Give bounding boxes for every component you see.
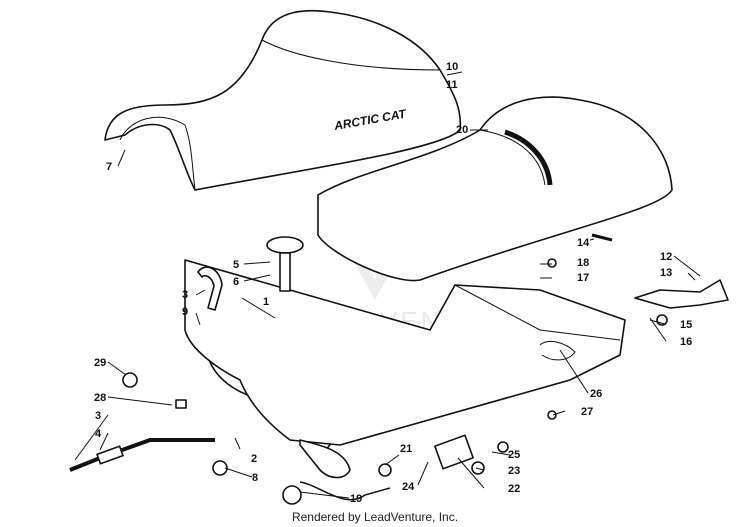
fuel-filter[interactable] xyxy=(96,445,124,465)
harness-12[interactable] xyxy=(634,279,729,309)
nut-25[interactable] xyxy=(497,441,509,453)
callout-29: 29 xyxy=(94,357,106,369)
callout-13: 13 xyxy=(660,267,672,279)
pin-14[interactable] xyxy=(591,233,613,242)
bracket-22[interactable] xyxy=(434,434,474,470)
callout-20: 20 xyxy=(456,124,468,136)
callout-25: 25 xyxy=(508,449,520,461)
callout-10: 10 xyxy=(446,61,458,73)
callout-18: 18 xyxy=(577,257,589,269)
callout-21: 21 xyxy=(400,443,412,455)
callout-4: 4 xyxy=(95,428,102,440)
seat-upper[interactable]: ARCTIC CAT xyxy=(104,9,462,191)
callout-6: 6 xyxy=(233,276,239,288)
footer-credit: Rendered by LeadVenture, Inc. xyxy=(291,510,459,524)
fuel-cap[interactable] xyxy=(266,236,304,292)
nut-18[interactable] xyxy=(547,258,557,268)
callout-2: 2 xyxy=(251,453,257,465)
bolt-27[interactable] xyxy=(547,410,557,420)
callout-19: 19 xyxy=(350,493,362,505)
callout-12: 12 xyxy=(660,251,672,263)
plate-28[interactable] xyxy=(175,399,187,409)
callout-5: 5 xyxy=(233,259,239,271)
clamp-8[interactable] xyxy=(212,460,228,476)
callout-8: 8 xyxy=(252,472,258,484)
callout-23: 23 xyxy=(508,465,520,477)
callout-15: 15 xyxy=(680,319,692,331)
grommet-29[interactable] xyxy=(122,372,138,388)
washer-21[interactable] xyxy=(378,463,392,477)
clamp[interactable] xyxy=(282,485,302,505)
callout-16: 16 xyxy=(680,336,692,348)
callout-11: 11 xyxy=(446,79,458,91)
callout-3a: 3 xyxy=(182,289,188,301)
callout-27: 27 xyxy=(581,406,593,418)
leader-lines xyxy=(74,71,701,499)
callout-3b: 3 xyxy=(95,410,101,422)
fuel-line[interactable] xyxy=(69,438,215,472)
callout-26: 26 xyxy=(590,388,602,400)
base-pan[interactable] xyxy=(184,259,626,479)
seat-lower[interactable] xyxy=(317,96,673,282)
callout-28: 28 xyxy=(94,392,106,404)
callout-22: 22 xyxy=(508,483,520,495)
callout-1: 1 xyxy=(263,296,269,308)
vent-hose[interactable] xyxy=(197,266,223,311)
callouts: 1 2 3 3 4 5 6 7 8 9 10 11 12 13 14 15 16… xyxy=(94,61,692,505)
callout-7: 7 xyxy=(106,161,112,173)
callout-24: 24 xyxy=(402,481,415,493)
callout-14: 14 xyxy=(577,237,590,249)
callout-9: 9 xyxy=(182,306,188,318)
callout-17: 17 xyxy=(577,272,589,284)
